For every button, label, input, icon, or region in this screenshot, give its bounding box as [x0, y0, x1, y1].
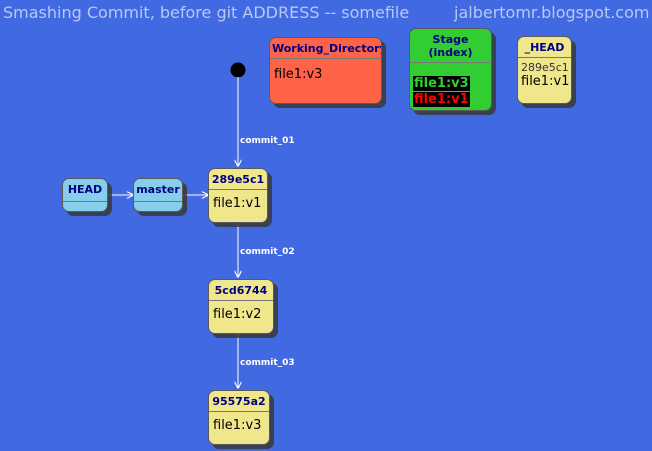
orig-head-label: _HEAD [518, 37, 571, 58]
commit-node-2: 5cd6744 file1:v2 [208, 279, 274, 334]
stage-index-label: Stage (index) [410, 29, 491, 63]
stage-entry-conflict: file1:v1 [413, 92, 470, 107]
working-directory-label: Working_Directory [270, 38, 381, 59]
commit-content: file1:v2 [213, 307, 262, 322]
orig-head-box: _HEAD 289e5c1 file1:v1 [517, 36, 572, 104]
stage-index-box: Stage (index) file1:v3 file1:v1 [409, 28, 492, 111]
commit-content: file1:v1 [213, 196, 262, 211]
head-ref: HEAD [62, 178, 108, 212]
stage-entry-current: file1:v3 [413, 76, 470, 91]
commit-content: file1:v3 [213, 418, 262, 433]
head-ref-label: HEAD [67, 183, 103, 196]
edge-label-commit-01: commit_01 [240, 136, 295, 146]
orig-head-body: 289e5c1 file1:v1 [518, 58, 571, 90]
blog-credit: jalbertomr.blogspot.com [454, 3, 650, 22]
start-point [230, 62, 246, 78]
edge-label-commit-02: commit_02 [240, 247, 295, 257]
working-directory-box: Working_Directory file1:v3 [269, 37, 382, 104]
commit-hash: 5cd6744 [209, 280, 273, 301]
commit-hash: 289e5c1 [209, 169, 267, 190]
commit-node-3: 95575a2 file1:v3 [208, 390, 270, 445]
edge-label-commit-03: commit_03 [240, 358, 295, 368]
orig-head-content: file1:v1 [521, 74, 570, 89]
commit-node-1: 289e5c1 file1:v1 [208, 168, 268, 223]
working-directory-content: file1:v3 [274, 67, 323, 82]
diagram-title: Smashing Commit, before git ADDRESS -- s… [3, 3, 410, 22]
master-ref: master [133, 178, 183, 212]
stage-index-body: file1:v3 file1:v1 [410, 63, 491, 108]
commit-hash: 95575a2 [209, 391, 269, 412]
master-ref-label: master [136, 183, 180, 196]
orig-head-hash: 289e5c1 [521, 61, 569, 74]
